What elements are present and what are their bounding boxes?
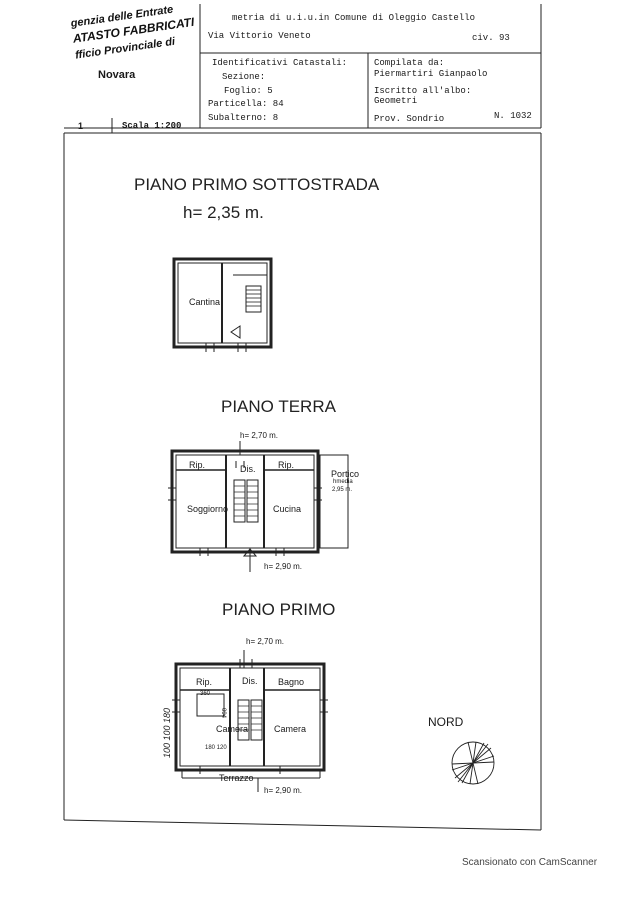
room-cantina: Cantina (189, 297, 221, 307)
header-prov: Prov. Sondrio (374, 114, 445, 124)
header-numero: N. 1032 (494, 111, 532, 121)
annotation-180-120: 180 120 (205, 745, 227, 751)
header-particella: Particella: 84 (208, 99, 284, 109)
floor-height-sottostrada: h= 2,35 m. (183, 203, 264, 222)
room-rip-primo: Rip. (196, 677, 213, 687)
room-dis-terra: Dis. (240, 464, 256, 474)
header-civico: civ. 93 (472, 33, 510, 43)
header-via: Via Vittorio Veneto (208, 31, 311, 41)
header-foglio: Foglio: 5 (224, 86, 273, 96)
room-camera-right: Camera (274, 724, 307, 734)
north-label: NORD (428, 715, 464, 729)
room-terrazzo: Terrazzo (219, 773, 254, 783)
room-cucina: Cucina (273, 504, 302, 514)
header-iscritto: Iscritto all'albo: (374, 86, 472, 96)
room-bagno: Bagno (278, 677, 305, 687)
portico-height-value: 2,95 m. (332, 487, 353, 493)
terra-height-top: h= 2,70 m. (240, 431, 279, 440)
portico-height-label: hmedia (333, 479, 353, 485)
room-camera-left: Camera (216, 724, 249, 734)
header-compilata-name: Piermartiri Gianpaolo (374, 69, 488, 79)
header-identificativi-label: Identificativi Catastali: (212, 58, 348, 68)
primo-height-top: h= 2,70 m. (246, 637, 285, 646)
room-dis-primo: Dis. (242, 676, 258, 686)
header-geometri: Geometri (374, 96, 418, 106)
sheet-number: 1 (78, 121, 84, 131)
annotation-094: 094 (220, 708, 226, 719)
floor-title-terra: PIANO TERRA (221, 397, 336, 416)
scale-label: Scala 1:200 (122, 121, 182, 131)
terra-height-bottom: h= 2,90 m. (264, 562, 303, 571)
floor-title-primo: PIANO PRIMO (222, 600, 336, 619)
scanner-watermark: Scansionato con CamScanner (462, 857, 598, 868)
room-soggiorno: Soggiorno (187, 504, 229, 514)
primo-height-bottom: h= 2,90 m. (264, 786, 303, 795)
annotation-360: 360 (200, 691, 211, 697)
annotation-side-handwritten: 100 100 180 (162, 707, 172, 758)
header-sezione: Sezione: (222, 72, 266, 82)
room-portico: Portico (331, 469, 360, 479)
room-rip-right: Rip. (278, 460, 295, 470)
stamp-line-4: Novara (98, 69, 136, 81)
floor-title-sottostrada: PIANO PRIMO SOTTOSTRADA (134, 175, 380, 194)
header-compilata-label: Compilata da: (374, 58, 445, 68)
header-comune: metria di u.i.u.in Comune di Oleggio Cas… (232, 13, 476, 23)
header-subalterno: Subalterno: 8 (208, 113, 279, 123)
room-rip-left: Rip. (189, 460, 206, 470)
